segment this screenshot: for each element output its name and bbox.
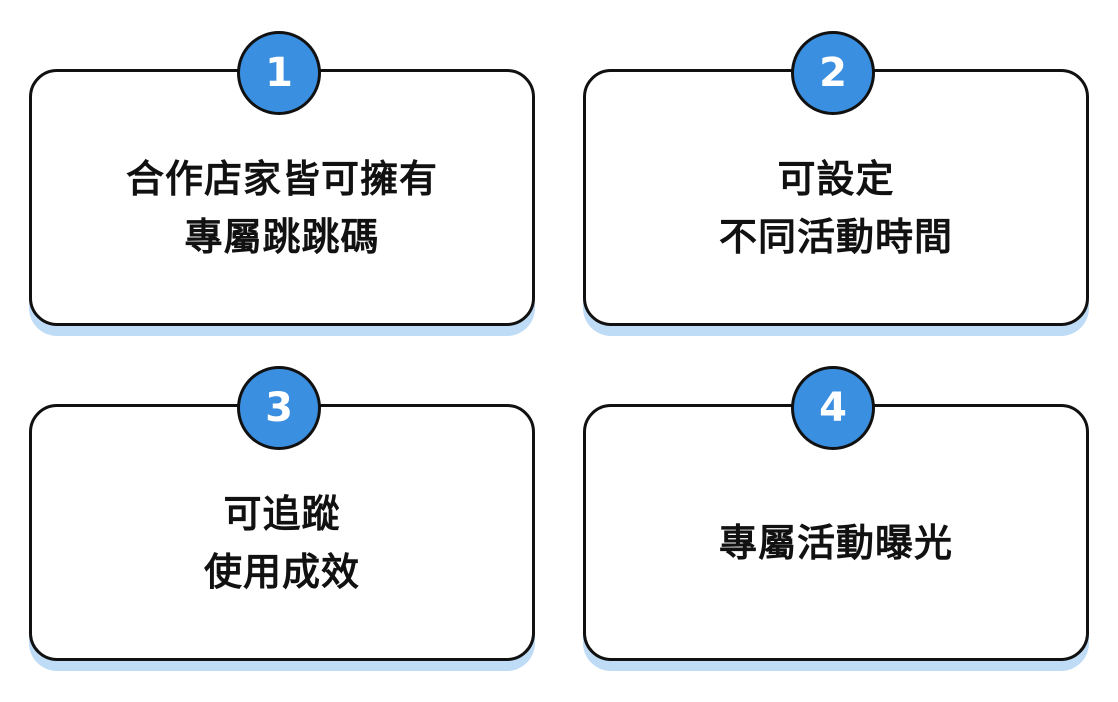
step-number-badge: 1 [237,31,321,115]
card-line: 不同活動時間 [718,214,953,259]
step-number-badge: 2 [791,31,875,115]
feature-card-4: 專屬活動曝光 4 [583,366,1089,671]
card-line: 可追蹤 [223,491,341,536]
card-line: 使用成效 [203,549,360,594]
card-line: 專屬活動曝光 [718,520,953,565]
card-body: 專屬活動曝光 [583,404,1089,661]
feature-card-3: 可追蹤 使用成效 3 [29,366,535,671]
step-number-badge: 3 [237,366,321,450]
card-line: 可設定 [777,156,895,201]
card-text: 可追蹤 使用成效 [204,485,360,601]
feature-card-1: 合作店家皆可擁有 專屬跳跳碼 1 [29,31,535,336]
card-text: 可設定 不同活動時間 [719,150,953,266]
feature-card-2: 可設定 不同活動時間 2 [583,31,1089,336]
card-line: 專屬跳跳碼 [184,214,380,259]
card-text: 專屬活動曝光 [719,514,953,572]
card-text: 合作店家皆可擁有 專屬跳跳碼 [126,150,438,266]
step-number-badge: 4 [791,366,875,450]
card-line: 合作店家皆可擁有 [125,156,438,201]
